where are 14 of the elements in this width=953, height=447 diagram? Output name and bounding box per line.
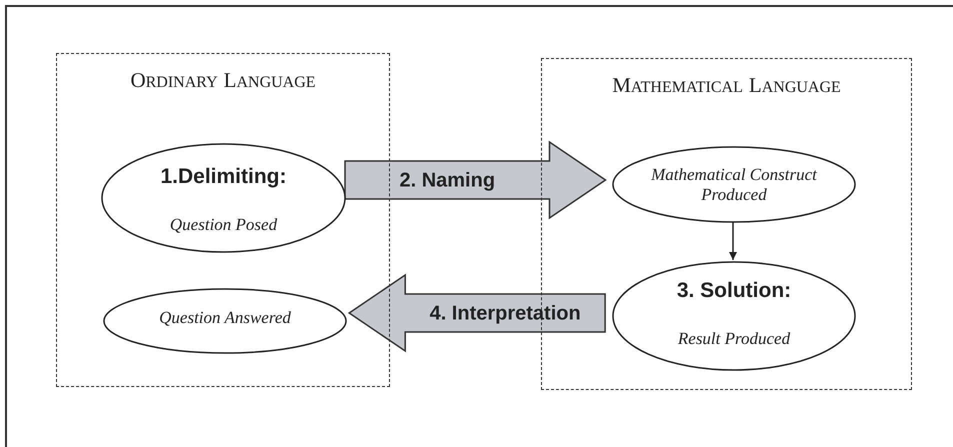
- region-title: MATHEMATICAL LANGUAGE: [611, 73, 842, 98]
- step-description: Result Produced: [676, 329, 792, 349]
- region-title: ORDINARY LANGUAGE: [129, 68, 317, 93]
- step-description: Question Answered: [158, 308, 292, 328]
- arrow: [729, 222, 737, 260]
- step-description: Mathematical Construct Produced: [650, 165, 818, 205]
- step-title: 1.Delimiting:: [159, 165, 288, 189]
- step-description: Question Posed: [168, 215, 278, 235]
- edge-label: 4. Interpretation: [430, 302, 581, 326]
- block-arrow: [348, 274, 606, 352]
- dashed-region: [56, 53, 390, 387]
- step-title: 3. Solution:: [676, 279, 792, 303]
- block-arrow: [344, 140, 607, 220]
- edge-label: 2. Naming: [399, 170, 496, 192]
